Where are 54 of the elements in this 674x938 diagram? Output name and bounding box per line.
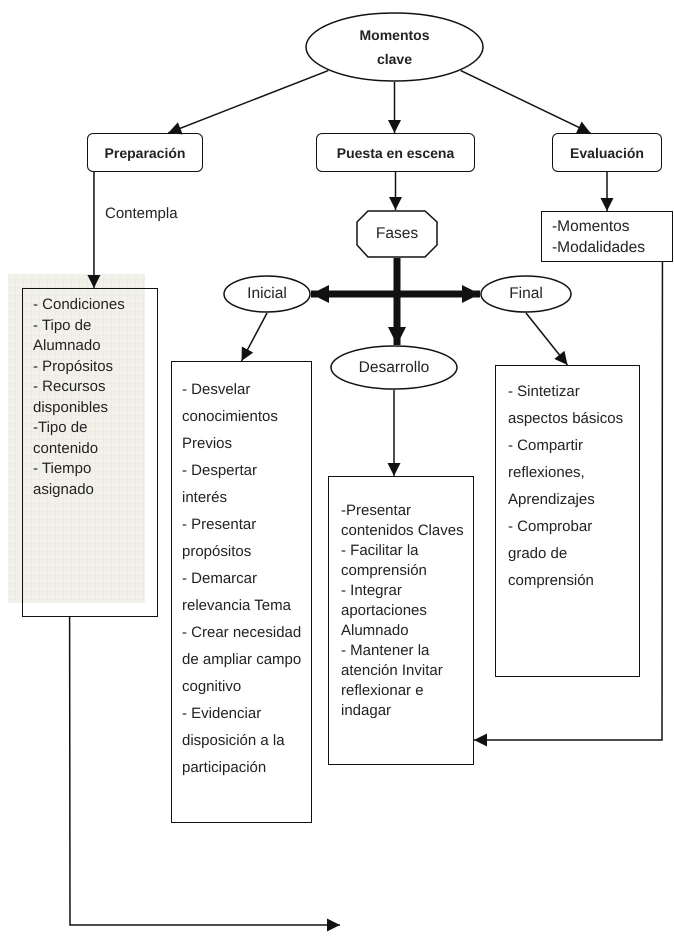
rounded-box [552, 133, 662, 172]
list-item: - Mantener la atención Invitar reflexionar e indagar [341, 641, 444, 721]
arrow [460, 70, 591, 134]
list-item: - Desvelar conocimientos Previos [182, 380, 279, 454]
arrow [388, 390, 400, 476]
list-item: - Integrar aportaciones Alumnado [341, 581, 428, 641]
list-box [171, 361, 312, 823]
list-item: - Despertar interés [182, 461, 258, 508]
node-label: Inicial [247, 284, 287, 304]
list-item: - Propósitos [33, 356, 114, 376]
list-item: -Tipo de contenido [33, 418, 100, 458]
oval [480, 275, 572, 313]
list-item: -Presentar contenidos Claves [341, 501, 465, 541]
node-label: Preparación [104, 144, 186, 163]
list-item: - Compartir reflexiones, Aprendizajes [508, 436, 596, 510]
arrow [474, 262, 664, 746]
list-box [541, 211, 673, 262]
arrow [525, 312, 568, 366]
octagon [356, 210, 438, 258]
node-label: Final [509, 284, 543, 304]
rounded-box [316, 133, 475, 172]
list-item: - Crear necesidad de ampliar campo cognitivo [182, 623, 302, 697]
list-item: - Condiciones [33, 295, 126, 315]
list-item: - Demarcar relevancia Tema [182, 569, 292, 616]
oval [223, 275, 311, 313]
rounded-box [87, 133, 203, 172]
oval [305, 12, 484, 82]
list-item: - Recursos disponibles [33, 377, 110, 418]
list-item: - Evidenciar disposición a la participación [182, 704, 286, 778]
arrow [87, 172, 100, 288]
list-item: - Sintetizar aspectos básicos [508, 382, 624, 429]
list-box [495, 365, 640, 677]
arrow [389, 172, 402, 210]
arrow [388, 82, 401, 133]
node-label: Evaluación [570, 144, 644, 162]
list-box [328, 476, 474, 765]
list-item: - Comprobar grado de comprensión [508, 517, 595, 591]
list-item: - Tipo de Alumnado [33, 316, 102, 356]
node-label: Puesta en escena [336, 144, 454, 162]
arrow [168, 70, 329, 134]
node-label: Desarrollo [358, 358, 430, 378]
list-item: - Facilitar la comprensión [341, 541, 428, 581]
arrow [68, 617, 340, 932]
node-label: Momentos clave [358, 26, 430, 69]
list-item: - Tiempo asignado [33, 459, 95, 500]
list-item: -Modalidades [552, 238, 646, 258]
oval [330, 345, 458, 390]
list-box [22, 288, 158, 617]
node-label: Fases [376, 224, 418, 244]
list-item: -Momentos [552, 217, 631, 237]
list-item: - Presentar propósitos [182, 515, 258, 562]
arrow [600, 172, 614, 211]
arrow [240, 312, 268, 362]
edge-label: Contempla [105, 205, 178, 222]
